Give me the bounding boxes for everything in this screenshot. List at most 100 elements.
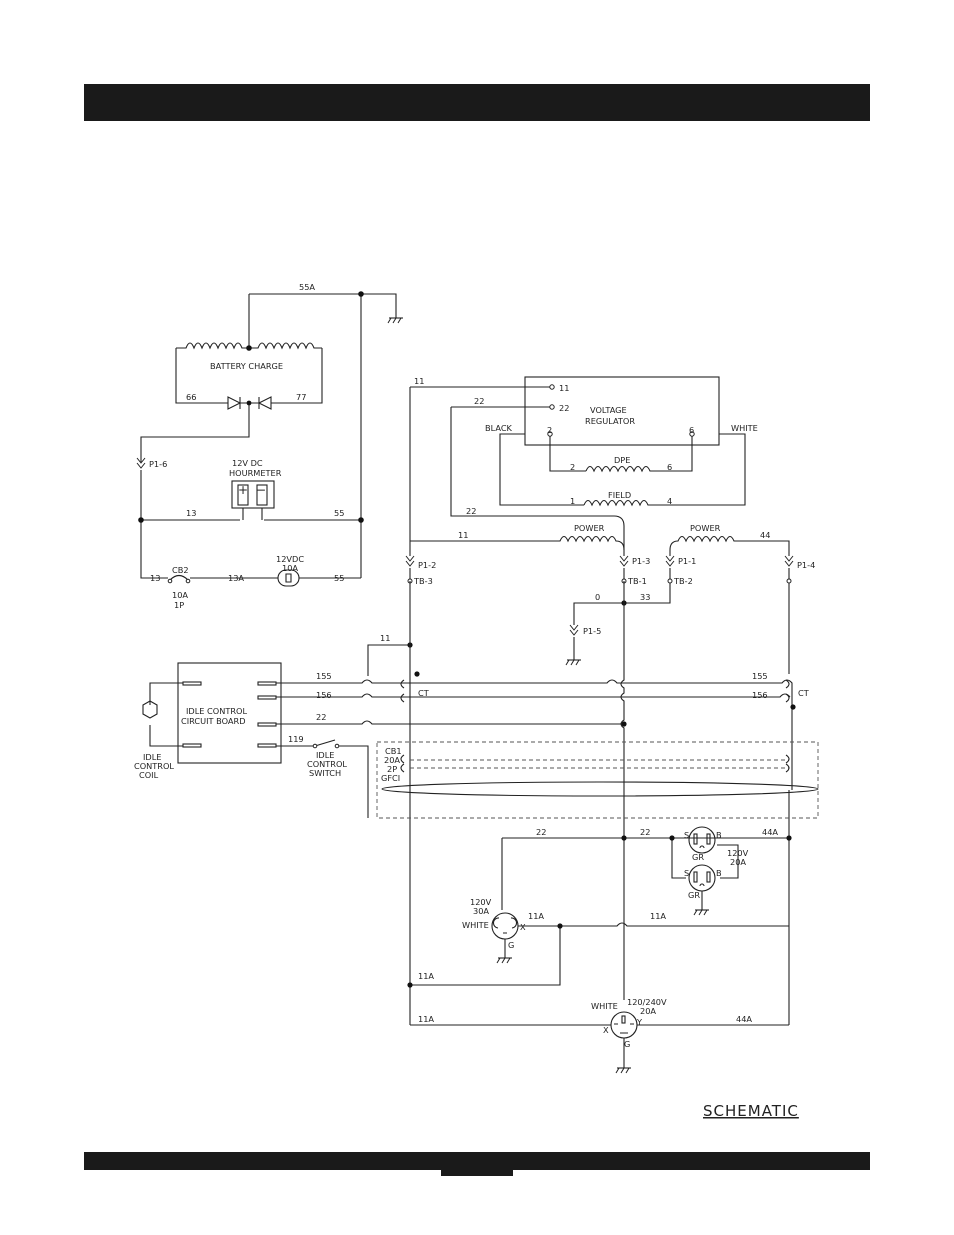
recep-30a-voltage: 120V — [470, 897, 492, 907]
vr-terminal-6: 6 — [689, 425, 694, 435]
wire-22-idle: 22 — [316, 712, 326, 722]
recep-20a-voltage: 120V — [727, 848, 749, 858]
recep-30a-amps: 30A — [473, 906, 489, 916]
header-bar — [84, 84, 870, 121]
wire-66: 66 — [186, 392, 196, 402]
recep-240-amps: 20A — [640, 1006, 656, 1016]
p1-4-label: P1-4 — [797, 560, 815, 570]
wire-13-lower: 13 — [150, 573, 160, 583]
wire-44a-top: 44A — [762, 827, 778, 837]
wire-22-left: 22 — [536, 827, 546, 837]
wire-11a-bottom: 11A — [418, 1014, 434, 1024]
wire-77: 77 — [296, 392, 306, 402]
power-label-right: POWER — [690, 523, 721, 533]
idle-switch-label-3: SWITCH — [309, 768, 341, 778]
receptacles: 22 22 44A S B GR S B GR 120V 20A 120V 30… — [407, 826, 792, 1074]
cb1-rating: 20A — [384, 755, 400, 765]
power-label-left: POWER — [574, 523, 605, 533]
wire-11-idle: 11 — [380, 633, 390, 643]
recep-20a-amps: 20A — [730, 857, 746, 867]
recep-30a-g: G — [508, 940, 514, 950]
wire-22-right: 22 — [640, 827, 650, 837]
voltage-regulator-label-1: VOLTAGE — [590, 405, 627, 415]
wire-155-right: 155 — [752, 671, 768, 681]
hourmeter-label-1: 12V DC — [232, 458, 263, 468]
idle-coil-label-1: IDLE — [143, 752, 161, 762]
wire-11a-mid: 11A — [418, 971, 434, 981]
tb-3-label: TB-3 — [413, 576, 433, 586]
dpe-end-2: 2 — [570, 462, 575, 472]
fuse-label-1: 12VDC — [276, 554, 304, 564]
vr-terminal-11: 11 — [559, 383, 569, 393]
black-label: BLACK — [485, 423, 513, 433]
wire-33: 33 — [640, 592, 650, 602]
wire-22-top: 22 — [474, 396, 484, 406]
receptacle-20a-lower — [688, 864, 716, 892]
dpe-end-6: 6 — [667, 462, 672, 472]
wire-13a: 13A — [228, 573, 244, 583]
recep-240-y: Y — [636, 1017, 643, 1027]
cb1-type: GFCI — [381, 773, 400, 783]
receptacle-30a — [491, 912, 519, 940]
wire-119: 119 — [288, 734, 304, 744]
p1-6-label: P1-6 — [149, 459, 167, 469]
dpe-label: DPE — [614, 455, 630, 465]
field-label: FIELD — [608, 490, 631, 500]
idle-control-board — [177, 662, 282, 764]
wire-13-upper: 13 — [186, 508, 196, 518]
vr-terminal-22: 22 — [559, 403, 569, 413]
cb1-poles: 2P — [387, 764, 397, 774]
wire-155-left: 155 — [316, 671, 332, 681]
gfci-and-rails: CB1 20A 2P GFCI — [376, 581, 819, 1025]
p1-3-label: P1-3 — [632, 556, 650, 566]
field-end-4: 4 — [667, 496, 672, 506]
wire-11a-right: 11A — [650, 911, 666, 921]
recep-lower-b: B — [716, 868, 722, 878]
idle-switch-label-2: CONTROL — [307, 759, 347, 769]
idle-control-circuit: 11 155 155 156 156 CT CT 22 119 IDLE CON… — [134, 633, 810, 818]
cb2-label: CB2 — [172, 565, 189, 575]
recep-30a-x: X — [520, 922, 526, 932]
idle-coil-label-3: COIL — [139, 770, 159, 780]
wire-55-upper: 55 — [334, 508, 344, 518]
cb1-gfci-box — [376, 741, 819, 819]
idle-switch-label-1: IDLE — [316, 750, 334, 760]
recep-upper-gr: GR — [692, 852, 704, 862]
idle-coil-label-2: CONTROL — [134, 761, 174, 771]
white-label: WHITE — [731, 423, 758, 433]
page-number-tab — [441, 1152, 513, 1176]
voltage-regulator-label-2: REGULATOR — [585, 416, 635, 426]
cb2-rating: 10A — [172, 590, 188, 600]
schematic-title: SCHEMATIC — [703, 1102, 799, 1120]
ct-label-right: CT — [798, 688, 810, 698]
hourmeter-plus: + — [238, 483, 248, 497]
wire-44a-bottom: 44A — [736, 1014, 752, 1024]
p1-5-label: P1-5 — [583, 626, 601, 636]
recep-upper-s: S — [684, 830, 689, 840]
wire-0: 0 — [595, 592, 600, 602]
recep-lower-gr: GR — [688, 890, 700, 900]
recep-lower-s: S — [684, 868, 689, 878]
hourmeter-minus: − — [256, 483, 266, 497]
recep-30a-white: WHITE — [462, 920, 489, 930]
ct-label-left: CT — [418, 688, 430, 698]
wire-156-left: 156 — [316, 690, 332, 700]
wire-22-field: 22 — [466, 506, 476, 516]
p1-1-label: P1-1 — [678, 556, 696, 566]
recep-upper-b: B — [716, 830, 722, 840]
recep-240-voltage: 120/240V — [627, 997, 667, 1007]
fuse-label-2: 10A — [282, 563, 298, 573]
recep-240-white: WHITE — [591, 1001, 618, 1011]
vr-terminal-2: 2 — [547, 425, 552, 435]
wire-11a-left: 11A — [528, 911, 544, 921]
cb1-label: CB1 — [385, 746, 402, 756]
idle-board-label-2: CIRCUIT BOARD — [181, 716, 246, 726]
receptacle-20a-upper — [688, 826, 716, 854]
battery-charge-circuit: 55A BATTERY CHARGE 66 77 P1-6 12V DC HOU… — [136, 282, 404, 610]
p1-2-label: P1-2 — [418, 560, 436, 570]
hourmeter-label-2: HOURMETER — [229, 468, 282, 478]
cb2-poles: 1P — [174, 600, 184, 610]
wire-55-lower: 55 — [334, 573, 344, 583]
voltage-regulator-circuit: 11 22 11 22 VOLTAGE REGULATOR 2 6 BLACK … — [405, 376, 815, 666]
